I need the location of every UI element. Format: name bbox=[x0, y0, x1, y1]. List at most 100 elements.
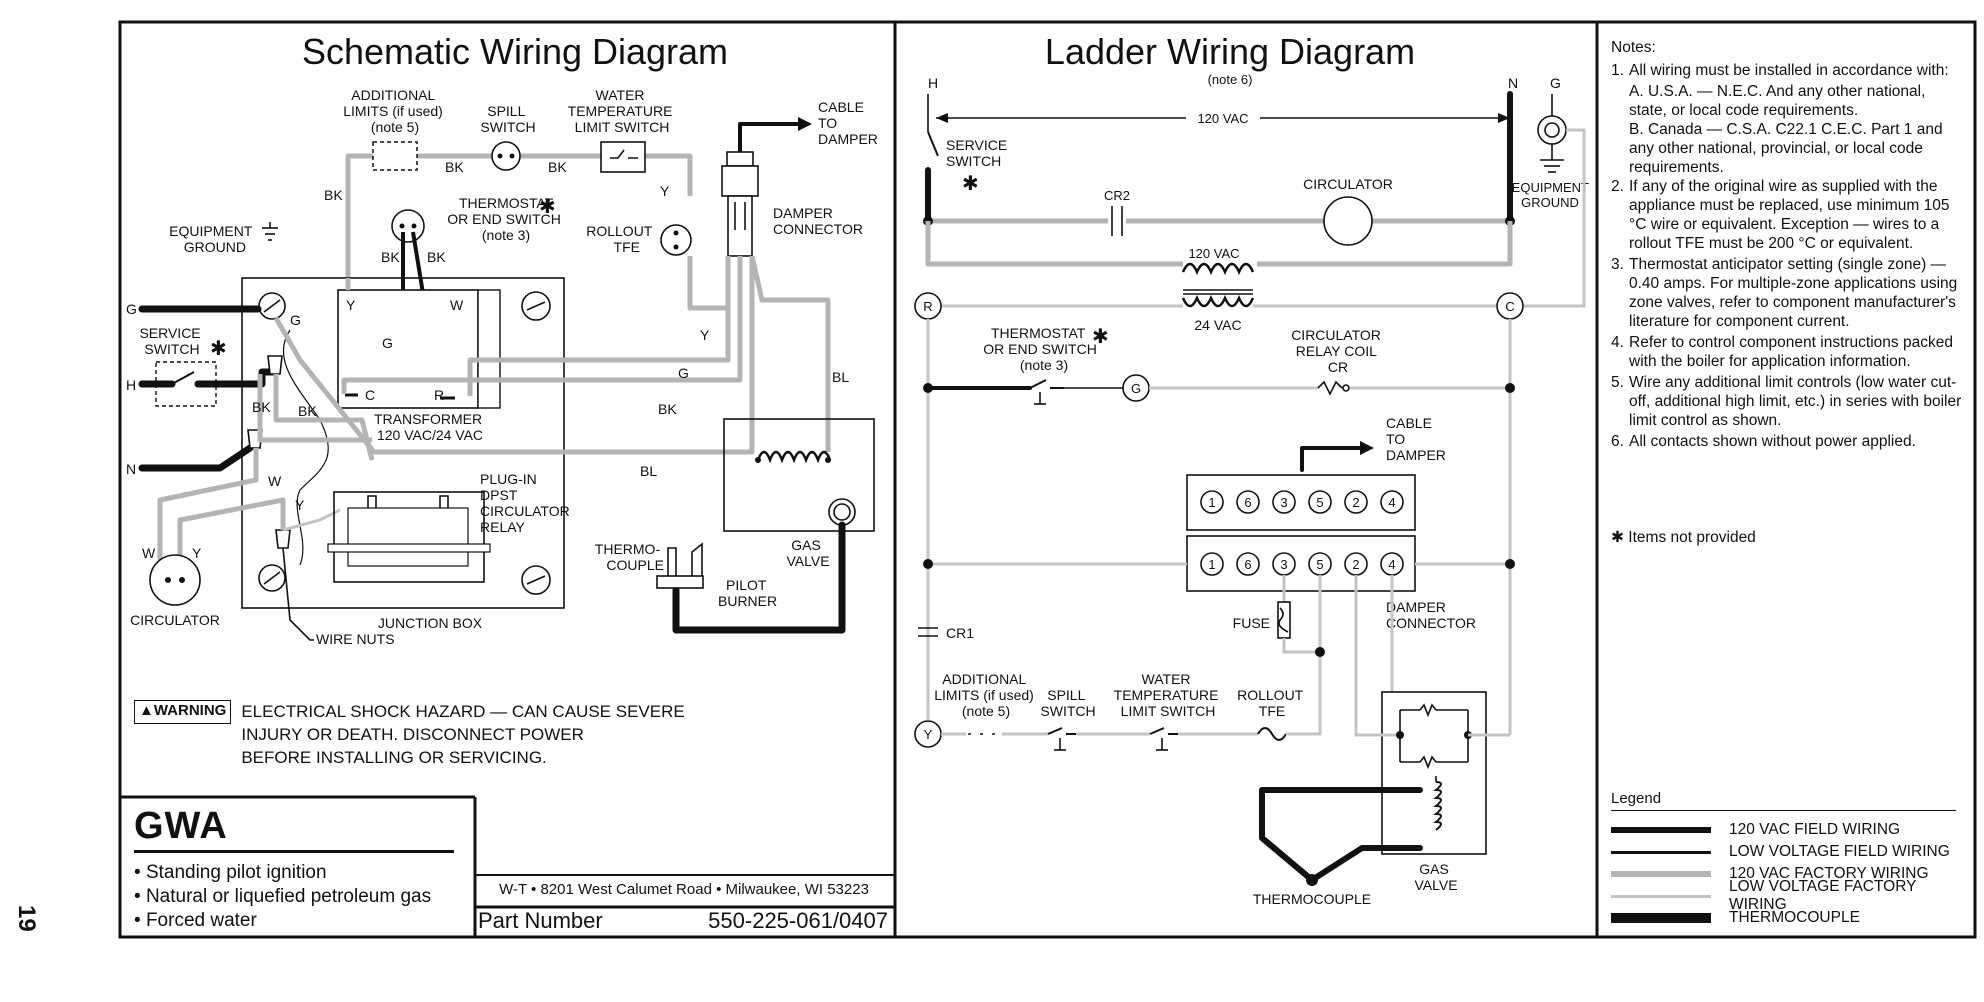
sch-y-3: Y bbox=[295, 497, 305, 513]
ladder-circulator-symbol bbox=[1323, 196, 1373, 246]
rollout-tfe-symbol bbox=[660, 224, 692, 256]
legend-swatch-1 bbox=[1611, 827, 1711, 833]
wire-y-1: Y bbox=[660, 183, 670, 199]
outer-frame bbox=[118, 20, 1977, 939]
legend-row-2: LOW VOLTAGE FIELD WIRING bbox=[1611, 841, 1956, 863]
ladder-service-switch bbox=[927, 131, 939, 157]
legend-swatch-3 bbox=[1611, 871, 1711, 877]
note-4: 4.Refer to control component instruction… bbox=[1611, 334, 1953, 370]
vac120-top: 120 VAC bbox=[1197, 111, 1248, 126]
legend-label-3: 120 VAC FACTORY WIRING bbox=[1729, 865, 1929, 882]
vac24-label: 24 VAC bbox=[1194, 317, 1241, 333]
legend-swatch-5 bbox=[1611, 913, 1711, 923]
sch-g-label2: G bbox=[290, 312, 301, 328]
xfmr-primary-l bbox=[925, 221, 1183, 267]
legend-label-4: LOW VOLTAGE FACTORY WIRING bbox=[1729, 878, 1917, 913]
svg-text:6: 6 bbox=[1244, 557, 1251, 572]
items-not-provided: ✱ Items not provided bbox=[1611, 529, 1756, 546]
xfmr-r: R bbox=[434, 387, 444, 403]
svg-text:4: 4 bbox=[1388, 495, 1395, 510]
ladder-service-label: SERVICE SWITCH bbox=[946, 137, 1011, 169]
xfmr-g: G bbox=[382, 335, 393, 351]
wire-g-2: G bbox=[678, 365, 689, 381]
sch-equip-ground-label: EQUIPMENT GROUND bbox=[169, 223, 256, 255]
wire-nuts-label: WIRE NUTS bbox=[316, 631, 395, 647]
ladder-service-star-icon: ✱ bbox=[962, 173, 979, 195]
product-bullet-1: • Standing pilot ignition bbox=[134, 862, 327, 883]
wire-bl-1 bbox=[749, 255, 831, 452]
ladder-circulator-label: CIRCULATOR bbox=[1303, 176, 1393, 192]
damper-pins-lower: 1 6 3 5 2 4 bbox=[1200, 552, 1404, 576]
additional-limits-box bbox=[372, 141, 418, 171]
gas-valve bbox=[723, 418, 875, 532]
wire-bl-3: BL bbox=[832, 369, 849, 385]
thermocouple-tube bbox=[672, 521, 846, 634]
svg-text:1: 1 bbox=[1208, 557, 1215, 572]
plug-in-relay bbox=[333, 491, 485, 583]
note-3: 3.Thermostat anticipator setting (single… bbox=[1611, 256, 1958, 330]
sch-n-wire bbox=[138, 444, 254, 472]
damper-connector-label: DAMPER CONNECTOR bbox=[773, 205, 863, 237]
sch-service-star-icon: ✱ bbox=[210, 338, 227, 360]
circulator-label: CIRCULATOR bbox=[130, 612, 220, 628]
part-number-label: Part Number bbox=[478, 908, 603, 933]
legend-label-1: 120 VAC FIELD WIRING bbox=[1729, 821, 1901, 838]
warning-text: ELECTRICAL SHOCK HAZARD — CAN CAUSE SEVE… bbox=[241, 700, 684, 769]
svg-text:5: 5 bbox=[1316, 557, 1323, 572]
ladder-gas-valve-label: GAS VALVE bbox=[1414, 861, 1457, 893]
product-bullet-2: • Natural or liquefied petroleum gas bbox=[134, 886, 432, 907]
sch-h-term: H bbox=[126, 377, 136, 393]
sch-h-wire bbox=[196, 368, 279, 388]
w-circulator-wire bbox=[157, 448, 259, 560]
vac120-xfmr: 120 VAC bbox=[1188, 246, 1239, 261]
spill-switch-label: SPILL SWITCH bbox=[480, 103, 535, 135]
sch-bk-7: BK bbox=[252, 399, 271, 415]
ladder-water-temp-label: WATER TEMPERATURE LIMIT SWITCH bbox=[1114, 671, 1223, 719]
warning-line-3: BEFORE INSTALLING OR SERVICING. bbox=[241, 748, 547, 767]
sch-bk-8: BK bbox=[298, 403, 317, 419]
junction-box bbox=[241, 277, 565, 609]
ladder-cable-to-damper bbox=[1300, 446, 1364, 472]
transformer bbox=[337, 289, 479, 409]
legend-row-5: THERMOCOUPLE bbox=[1611, 907, 1956, 929]
legend-row-4: LOW VOLTAGE FACTORY WIRING bbox=[1611, 878, 1956, 913]
ladder-spill-label: SPILL SWITCH bbox=[1040, 687, 1095, 719]
ladder-fuse-label: FUSE bbox=[1233, 615, 1270, 631]
ladder-h: H bbox=[928, 75, 938, 91]
thermostat-star-icon: ✱ bbox=[539, 196, 556, 218]
note-6: 6.All contacts shown without power appli… bbox=[1611, 433, 1916, 450]
note-2: 2.If any of the original wire as supplie… bbox=[1611, 178, 1950, 252]
legend-heading: Legend bbox=[1611, 790, 1956, 811]
legend-row-1: 120 VAC FIELD WIRING bbox=[1611, 819, 1956, 841]
svg-text:4: 4 bbox=[1388, 557, 1395, 572]
thermocouple-label: THERMO- COUPLE bbox=[595, 541, 664, 573]
note-1b: B. Canada — C.S.A. C22.1 C.E.C. Part 1 a… bbox=[1629, 121, 1943, 176]
wire-bk-1: BK bbox=[445, 159, 464, 175]
water-temp-label: WATER TEMPERATURE LIMIT SWITCH bbox=[568, 87, 677, 135]
junction-box-label: JUNCTION BOX bbox=[378, 615, 483, 631]
ladder-thermocouple-label: THERMOCOUPLE bbox=[1253, 891, 1371, 907]
sch-g-term: G bbox=[126, 301, 137, 317]
sch-w-1: W bbox=[268, 473, 282, 489]
damper-connector-upper bbox=[1186, 474, 1416, 531]
svg-text:3: 3 bbox=[1280, 557, 1287, 572]
ladder-n: N bbox=[1508, 75, 1518, 91]
svg-text:2: 2 bbox=[1352, 495, 1359, 510]
schematic-title: Schematic Wiring Diagram bbox=[302, 31, 728, 72]
company-address: W-T • 8201 West Calumet Road • Milwaukee… bbox=[499, 881, 869, 898]
y-circulator-wire bbox=[177, 497, 286, 560]
cable-to-damper-label: CABLE TO DAMPER bbox=[818, 99, 878, 147]
ladder-gas-valve-box bbox=[1381, 691, 1487, 855]
product-block: GWA • Standing pilot ignition • Natural … bbox=[134, 805, 454, 933]
svg-text:R: R bbox=[923, 299, 932, 314]
rollout-to-damper bbox=[687, 256, 731, 311]
note-5: 5.Wire any additional limit controls (lo… bbox=[1611, 374, 1962, 429]
gas-valve-label: GAS VALVE bbox=[786, 537, 829, 569]
cable-to-damper-line bbox=[738, 122, 802, 154]
notes-panel: Notes: 1.All wiring must be installed in… bbox=[1611, 38, 1963, 453]
legend-row-3: 120 VAC FACTORY WIRING bbox=[1611, 863, 1956, 885]
ladder-note6: (note 6) bbox=[1208, 72, 1253, 87]
ladder-title: Ladder Wiring Diagram bbox=[1045, 31, 1415, 72]
spill-switch-symbol bbox=[491, 141, 521, 171]
